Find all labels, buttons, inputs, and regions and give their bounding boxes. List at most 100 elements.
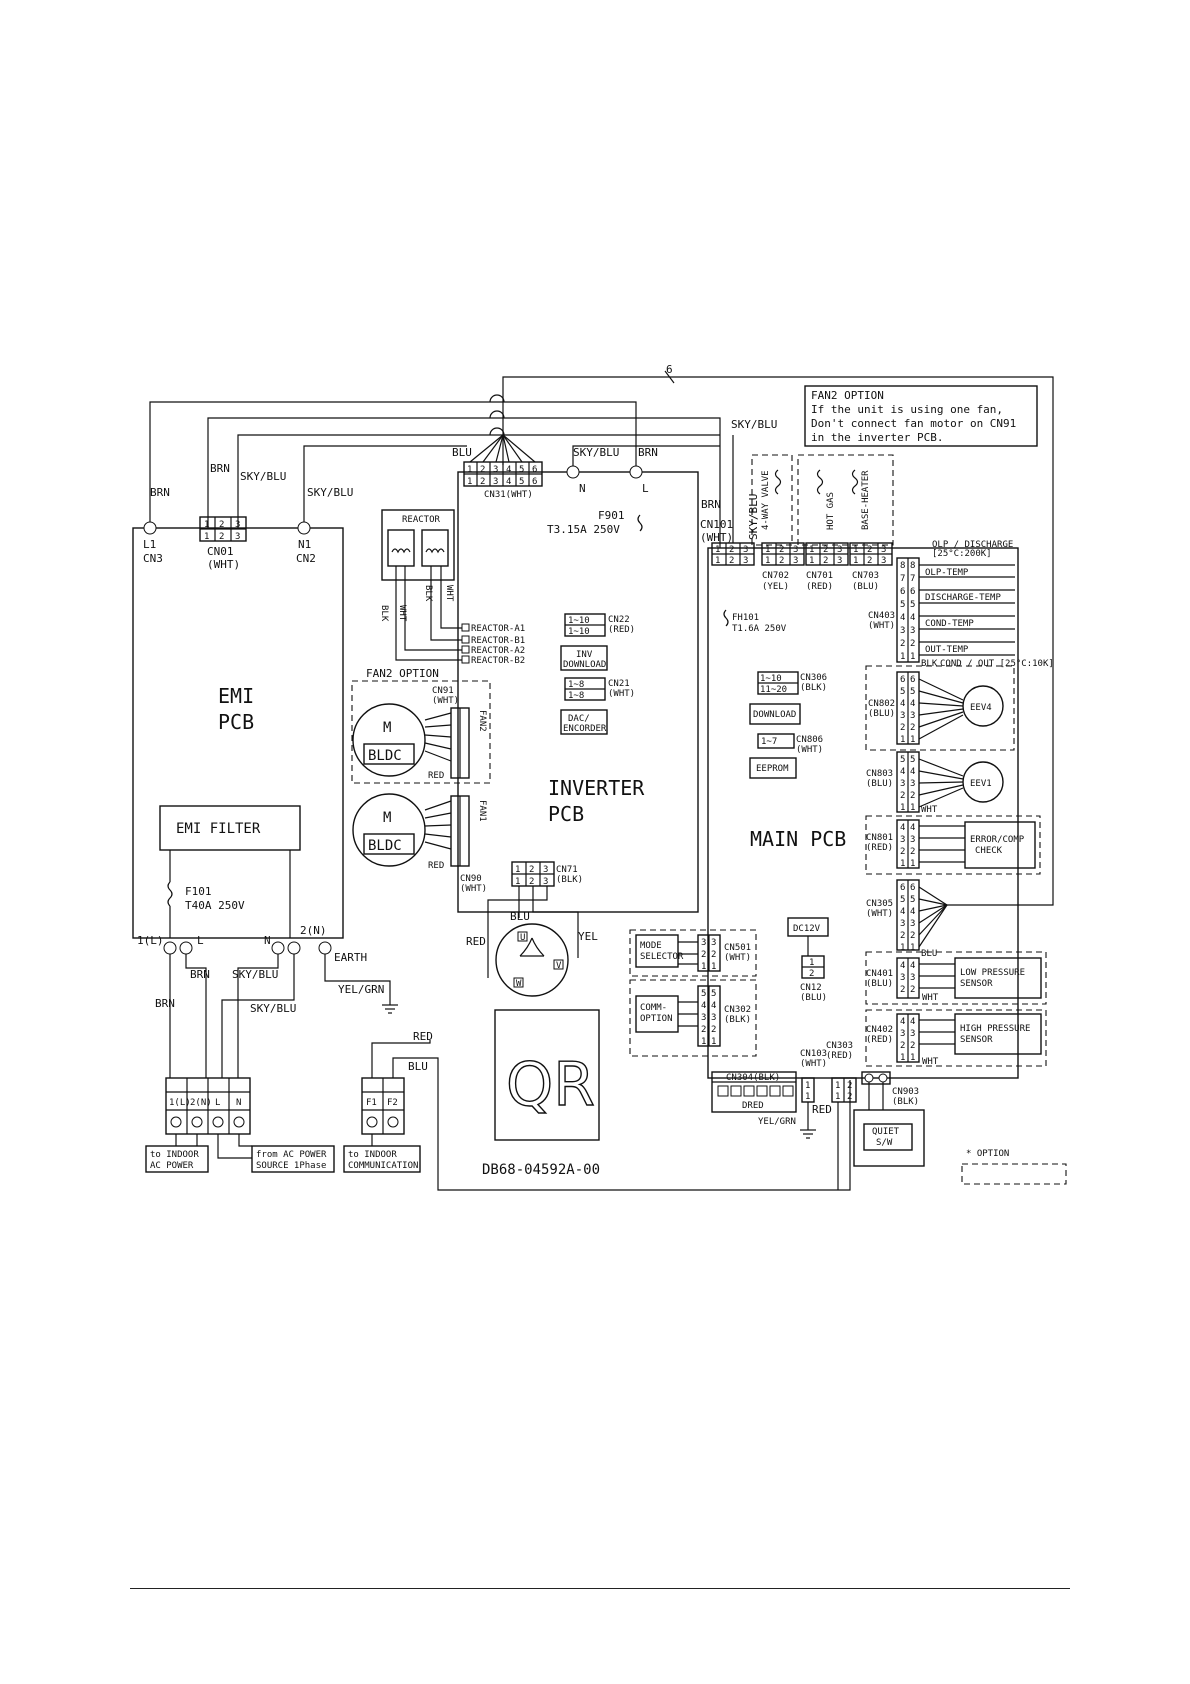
svg-text:6: 6: [910, 587, 915, 597]
svg-text:2: 2: [900, 1041, 905, 1051]
svg-text:1: 1: [711, 1037, 716, 1047]
cn501-label: CN501: [724, 943, 751, 953]
svg-text:4: 4: [910, 1017, 915, 1027]
cn22-pins-1: 1~10: [568, 616, 590, 626]
mode-selector-2: SELECTOR: [640, 952, 684, 962]
svg-text:4: 4: [701, 1001, 706, 1011]
svg-text:2: 2: [910, 791, 915, 801]
four-way-valve-label: 4-WAY VALVE: [761, 470, 771, 530]
error-check-1: ERROR/COMP: [970, 835, 1025, 845]
svg-text:3: 3: [837, 556, 842, 566]
cn302-color: (BLK): [724, 1015, 751, 1025]
svg-text:2: 2: [729, 545, 734, 555]
comp-pin-w: W: [516, 979, 522, 989]
svg-text:1: 1: [900, 803, 905, 813]
dc12v-label: DC12V: [793, 924, 821, 934]
emi-fuse-rating: T40A 250V: [185, 899, 245, 912]
reactor-blk-1: BLK: [379, 605, 389, 622]
inv-download-1: INV: [576, 650, 593, 660]
svg-text:5: 5: [900, 600, 905, 610]
svg-text:1: 1: [805, 1081, 810, 1091]
emi-pcb-label-2: PCB: [218, 710, 254, 734]
to-indoor-ac-1: to INDOOR: [150, 1150, 199, 1160]
fan2-red-label: RED: [428, 771, 444, 781]
qr-code: QR DB68-04592A-00: [482, 1009, 600, 1178]
cn91-connector: [450, 707, 470, 779]
svg-text:3: 3: [543, 877, 548, 887]
fh101-label: FH101: [732, 613, 759, 623]
emi-tl-label: L: [197, 934, 204, 947]
svg-text:2: 2: [701, 1025, 706, 1035]
svg-text:2: 2: [779, 545, 784, 555]
svg-text:1: 1: [900, 652, 905, 662]
main-brn-label: BRN: [701, 498, 721, 511]
fan2-note-line1: If the unit is using one fan,: [811, 403, 1003, 416]
svg-text:2: 2: [823, 556, 828, 566]
cn91-label: CN91: [432, 686, 454, 696]
main-red-label: RED: [812, 1103, 832, 1116]
cn806-pins: 1~7: [761, 737, 777, 747]
reactor-b2: REACTOR-B2: [471, 656, 525, 666]
svg-text:2: 2: [867, 545, 872, 555]
terminal-f2: F2: [387, 1098, 398, 1108]
error-check-2: CHECK: [975, 846, 1003, 856]
cn303-color: (RED): [826, 1051, 853, 1061]
svg-text:1: 1: [910, 652, 915, 662]
svg-text:3: 3: [900, 973, 905, 983]
svg-text:3: 3: [900, 779, 905, 789]
svg-text:1: 1: [515, 877, 520, 887]
high-pressure-2: SENSOR: [960, 1035, 993, 1045]
svg-text:3: 3: [910, 919, 915, 929]
wire-label-sky-blu: SKY/BLU: [731, 418, 777, 431]
quiet-sw-1: QUIET: [872, 1127, 900, 1137]
svg-text:5: 5: [519, 465, 524, 475]
eev1-label: EEV1: [970, 779, 992, 789]
cn703-color: (BLU): [852, 582, 879, 592]
svg-text:1: 1: [835, 1092, 840, 1102]
svg-text:1: 1: [900, 859, 905, 869]
footer-rule: [130, 1588, 1070, 1589]
fan1-red-label: RED: [428, 861, 444, 871]
cn903-color: (BLK): [892, 1097, 919, 1107]
svg-text:6: 6: [900, 587, 905, 597]
svg-text:6: 6: [900, 675, 905, 685]
svg-text:1: 1: [910, 803, 915, 813]
svg-text:5: 5: [900, 687, 905, 697]
part-number: DB68-04592A-00: [482, 1162, 600, 1178]
svg-text:1: 1: [809, 545, 814, 555]
inv-fuse-label: F901: [598, 509, 625, 522]
cn21-color: (WHT): [608, 689, 635, 699]
svg-text:1: 1: [809, 556, 814, 566]
svg-text:5: 5: [701, 989, 706, 999]
cn403-color: (WHT): [868, 621, 895, 631]
temp-discharge: DISCHARGE-TEMP: [925, 593, 1001, 603]
svg-text:2: 2: [480, 465, 485, 475]
cn803-color: (BLU): [866, 779, 893, 789]
svg-text:2: 2: [910, 847, 915, 857]
svg-text:2: 2: [701, 950, 706, 960]
cn401-wht: WHT: [922, 993, 939, 1003]
cn22-color: (RED): [608, 625, 635, 635]
temp-header-2: [25°C:200K]: [932, 549, 992, 559]
svg-text:5: 5: [910, 895, 915, 905]
svg-text:5: 5: [711, 989, 716, 999]
svg-text:2: 2: [529, 865, 534, 875]
svg-text:3: 3: [881, 545, 886, 555]
svg-text:2: 2: [219, 520, 224, 530]
svg-text:1: 1: [467, 465, 472, 475]
comm-option-2: OPTION: [640, 1014, 673, 1024]
svg-text:3: 3: [235, 532, 240, 542]
cn305-color: (WHT): [866, 909, 893, 919]
svg-text:1: 1: [701, 1037, 706, 1047]
fan2-note-title: FAN2 OPTION: [811, 389, 884, 402]
svg-text:3: 3: [910, 1029, 915, 1039]
wire-count-label: 6: [666, 363, 673, 376]
svg-text:4: 4: [910, 767, 915, 777]
emi-brn-mid-label: BRN: [190, 968, 210, 981]
svg-text:2: 2: [729, 556, 734, 566]
emi-cn3-label: CN3: [143, 552, 163, 565]
cn802-color: (BLU): [868, 709, 895, 719]
fan2-note-line2: Don't connect fan motor on CN91: [811, 417, 1016, 430]
cn703-label: CN703: [852, 571, 879, 581]
